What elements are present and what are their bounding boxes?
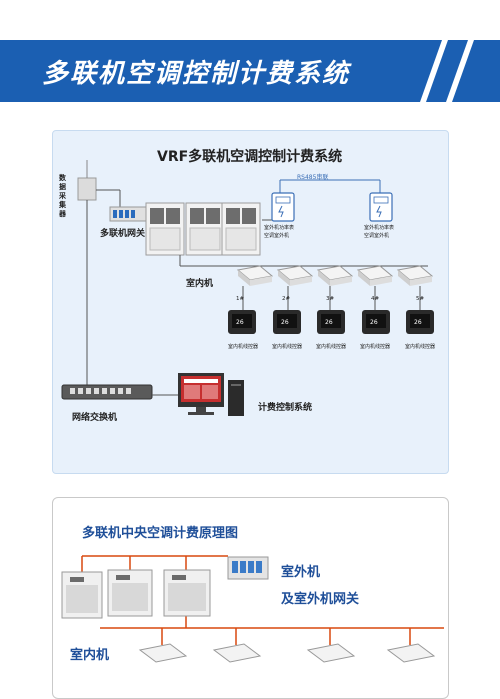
unit-number: 5# <box>416 296 425 302</box>
svg-text:26: 26 <box>325 319 333 326</box>
power-meter-2 <box>369 192 393 222</box>
meter2-label: 室外机功率表 空调室外机 <box>364 225 395 239</box>
controller-label: 室内机线控器 <box>316 344 347 350</box>
svg-text:26: 26 <box>236 319 244 326</box>
collector-label: 数据采集器 <box>59 174 66 218</box>
unit-number: 4# <box>371 296 380 302</box>
section2-outdoor-label: 室外机 <box>281 565 321 580</box>
system-diagram-panel <box>52 130 449 474</box>
controller-label: 室内机线控器 <box>228 344 259 350</box>
outdoor-unit <box>185 202 225 256</box>
banner-title: 多联机空调控制计费系统 <box>42 59 351 89</box>
unit-number: 1# <box>236 296 245 302</box>
billing-computer <box>178 373 244 416</box>
svg-text:26: 26 <box>370 319 378 326</box>
outdoor-unit <box>145 202 185 256</box>
unit-number: 2# <box>282 296 291 302</box>
indoor-label: 室内机 <box>186 279 214 289</box>
section2-indoor-label: 室内机 <box>70 648 110 663</box>
billing-label: 计费控制系统 <box>258 403 313 413</box>
section2-gateway-label: 及室外机网关 <box>281 592 360 607</box>
principle-diagram-panel <box>52 497 449 699</box>
network-switch <box>61 384 153 400</box>
data-collector <box>77 160 97 201</box>
gateway-device <box>109 206 147 222</box>
banner-graphic <box>0 40 500 102</box>
section2-title: 多联机中央空调计费原理图 <box>82 526 239 541</box>
svg-text:26: 26 <box>414 319 422 326</box>
switch-label: 网络交换机 <box>72 413 118 423</box>
meter1-label: 室外机功率表 空调室外机 <box>264 225 295 239</box>
controller-label: 室内机线控器 <box>360 344 391 350</box>
diagram-title: VRF多联机空调控制计费系统 <box>157 149 343 165</box>
gateway-label: 多联机网关 <box>100 229 146 239</box>
svg-text:26: 26 <box>281 319 289 326</box>
indoor-units <box>236 265 434 286</box>
bus-label: RS485串联 <box>297 174 329 181</box>
power-meter-1 <box>271 192 295 222</box>
controller-label: 室内机线控器 <box>405 344 436 350</box>
indoor-controllers: 26 26 26 26 26 <box>228 310 434 334</box>
controller-label: 室内机线控器 <box>272 344 303 350</box>
outdoor-unit <box>221 202 261 256</box>
unit-number: 3# <box>326 296 335 302</box>
